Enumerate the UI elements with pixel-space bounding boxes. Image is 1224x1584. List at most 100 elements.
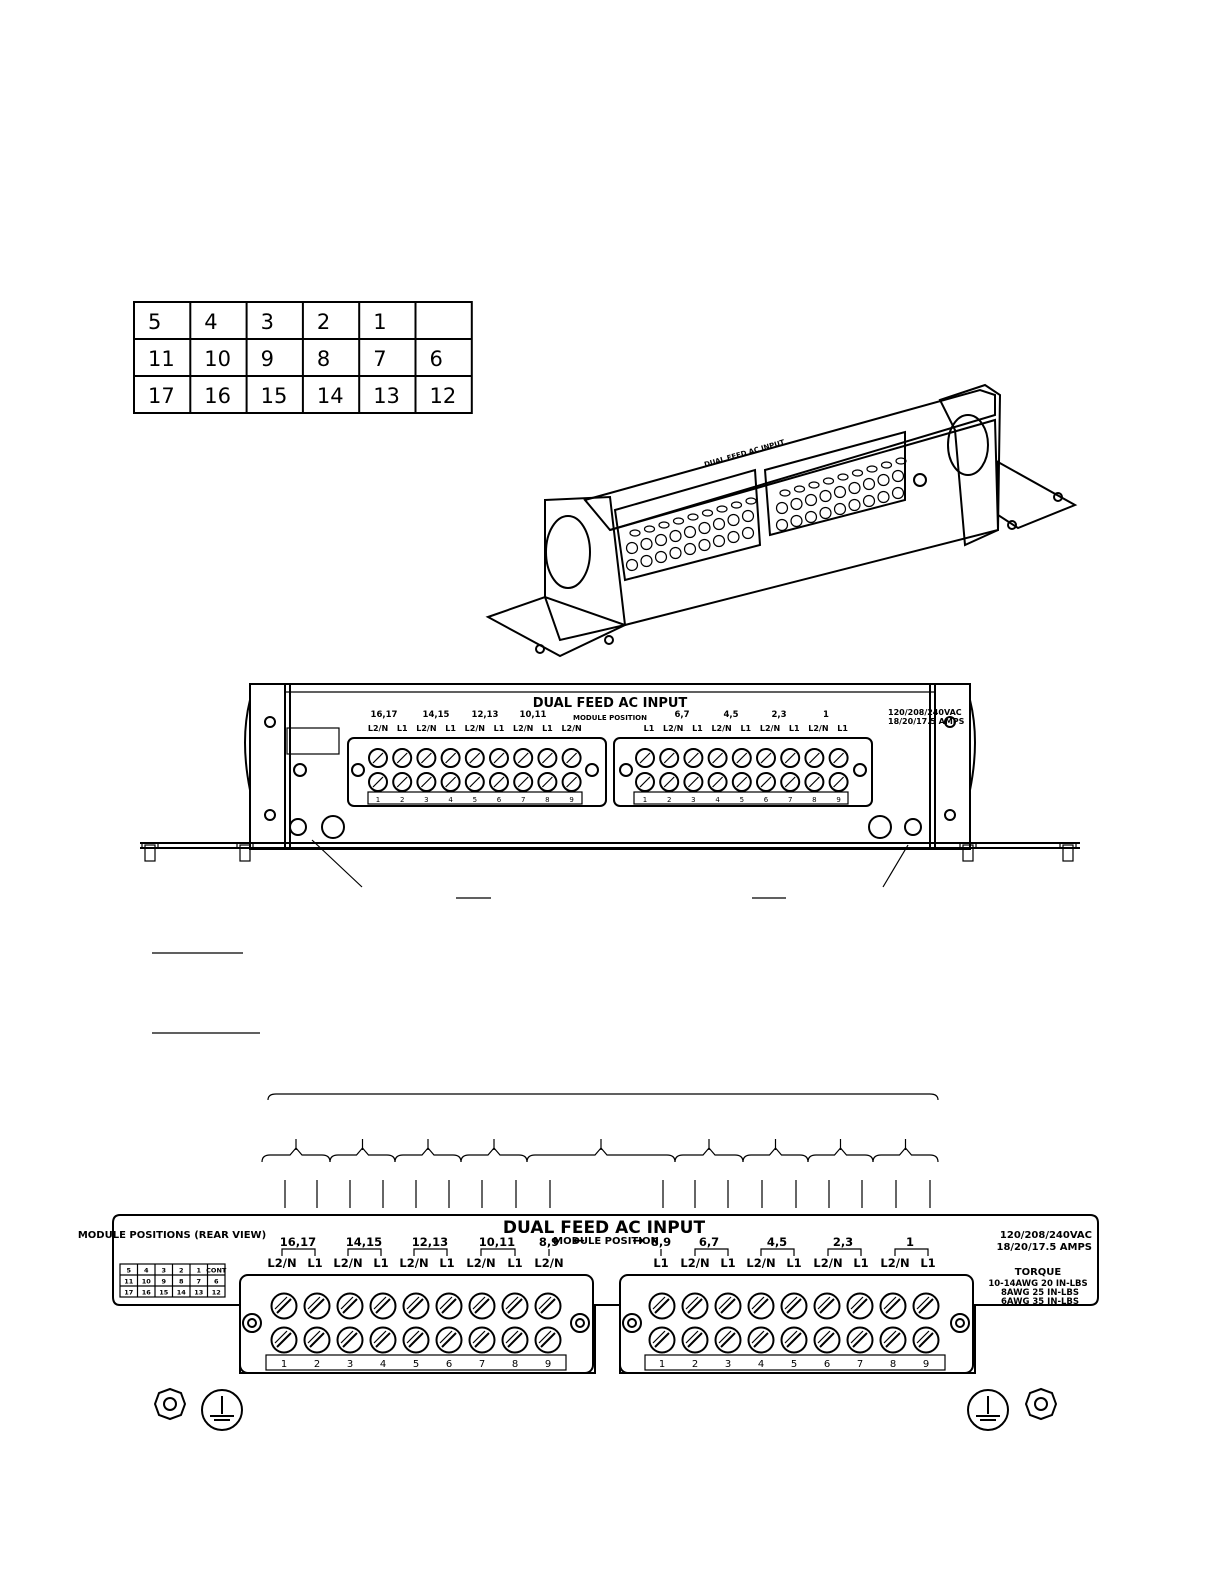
terminal-screw <box>303 1292 331 1320</box>
terminal-number: 1 <box>659 1359 665 1370</box>
iso-terminal <box>891 486 905 500</box>
terminal-number: 2 <box>400 796 404 804</box>
grid-cell: 8 <box>317 347 330 371</box>
terminal-screw <box>846 1326 874 1354</box>
terminal-screw <box>714 1292 742 1320</box>
isometric-shelf-view: DUAL FEED AC INPUT <box>485 383 1078 658</box>
mid-group-label: 6,7 <box>674 710 689 720</box>
terminal-screw <box>912 1326 940 1354</box>
terminal-screw <box>707 772 728 792</box>
iso-terminal <box>790 514 803 528</box>
group-label: 14,15 <box>346 1235 382 1249</box>
terminal-number: 9 <box>923 1359 929 1370</box>
terminal-screw <box>780 748 801 768</box>
terminal-label: L1 <box>720 1256 735 1270</box>
terminal-number: 4 <box>380 1359 386 1370</box>
grid-cell: 5 <box>148 310 161 334</box>
mid-terminal-label: L1 <box>837 724 848 733</box>
mid-terminal-label: L1 <box>542 724 553 733</box>
terminal-label: L1 <box>307 1256 322 1270</box>
iso-terminal <box>727 530 740 544</box>
grid-cell: 14 <box>317 384 344 408</box>
mid-group-label: 16,17 <box>371 710 398 720</box>
iso-terminal <box>877 490 890 504</box>
mid-terminal-label: L1 <box>740 724 751 733</box>
iso-terminal <box>848 498 861 512</box>
group-label: 1 <box>906 1235 914 1249</box>
terminal-screw <box>813 1326 841 1354</box>
iso-terminal <box>862 477 876 491</box>
terminal-screw <box>707 748 728 768</box>
iso-terminal <box>727 513 740 527</box>
iso-terminal <box>790 497 803 511</box>
iso-terminal <box>625 541 639 555</box>
mid-rating-line2: 18/20/17.5 AMPS <box>888 717 965 726</box>
iso-terminal <box>862 494 876 508</box>
iso-terminal <box>891 469 905 483</box>
terminal-screw <box>659 772 680 792</box>
terminal-number: 5 <box>473 796 477 804</box>
terminal-screw <box>513 772 534 792</box>
terminal-number: 3 <box>424 796 428 804</box>
mid-group-label: 10,11 <box>520 710 547 720</box>
terminal-number: 8 <box>512 1359 518 1370</box>
mid-terminal-label: L2/N <box>513 724 533 733</box>
left-mount-nut <box>153 1387 187 1421</box>
terminal-screw <box>489 748 509 768</box>
iso-terminal <box>698 538 711 552</box>
terminal-screw <box>416 748 437 768</box>
terminal-screw <box>402 1292 430 1320</box>
iso-terminal <box>712 517 726 531</box>
iso-terminal <box>625 558 639 572</box>
mid-terminal-label: L2/N <box>760 724 780 733</box>
terminal-label: L1 <box>507 1256 522 1270</box>
iso-terminal <box>819 506 832 520</box>
arrow-right-icon: → <box>632 1233 644 1249</box>
terminal-label: L2/N <box>399 1256 428 1270</box>
terminal-label: L2/N <box>746 1256 775 1270</box>
iso-terminal <box>775 518 789 532</box>
mini-grid-cell: 14 <box>177 1289 187 1297</box>
panel-title: DUAL FEED AC INPUT <box>503 1218 706 1238</box>
terminal-number: 5 <box>413 1359 419 1370</box>
mid-terminal-label: L1 <box>692 724 703 733</box>
terminal-label: L1 <box>920 1256 935 1270</box>
torque-line2: 8AWG 25 IN-LBS <box>1001 1288 1079 1298</box>
terminal-screw <box>648 1292 676 1320</box>
terminal-screw <box>440 748 461 768</box>
mini-grid-cell: 12 <box>212 1289 221 1297</box>
terminal-screw <box>912 1292 940 1320</box>
mini-grid-cell: 4 <box>144 1267 149 1275</box>
terminal-number: 3 <box>347 1359 353 1370</box>
terminal-number: 5 <box>740 796 744 804</box>
mini-grid-cell: 16 <box>142 1289 152 1297</box>
terminal-screw <box>537 748 558 768</box>
iso-terminal <box>741 509 755 523</box>
mid-panel-title: DUAL FEED AC INPUT <box>533 696 688 711</box>
terminal-number: 3 <box>725 1359 731 1370</box>
grid-cell: 2 <box>317 310 330 334</box>
terminal-label: L2/N <box>534 1256 563 1270</box>
mini-grid-cell: 2 <box>179 1267 184 1275</box>
terminal-screw <box>683 772 704 792</box>
terminal-screw <box>464 748 485 768</box>
group-label: 8,9 <box>539 1235 559 1249</box>
mid-terminal-label: L1 <box>445 724 456 733</box>
terminal-screw <box>464 772 485 792</box>
terminal-number: 1 <box>376 796 380 804</box>
grid-cell: 12 <box>430 384 457 408</box>
terminal-screw <box>336 1326 364 1354</box>
terminal-screw <box>756 748 776 768</box>
group-label: 6,7 <box>699 1235 719 1249</box>
terminal-screw <box>756 772 776 792</box>
terminal-number: 4 <box>448 796 453 804</box>
terminal-screw <box>402 1326 430 1354</box>
terminal-number: 9 <box>545 1359 551 1370</box>
terminal-label: L1 <box>653 1256 668 1270</box>
group-label: 2,3 <box>833 1235 853 1249</box>
terminal-screw <box>804 748 825 768</box>
terminal-number: 1 <box>643 796 647 804</box>
terminal-screw <box>513 748 534 768</box>
